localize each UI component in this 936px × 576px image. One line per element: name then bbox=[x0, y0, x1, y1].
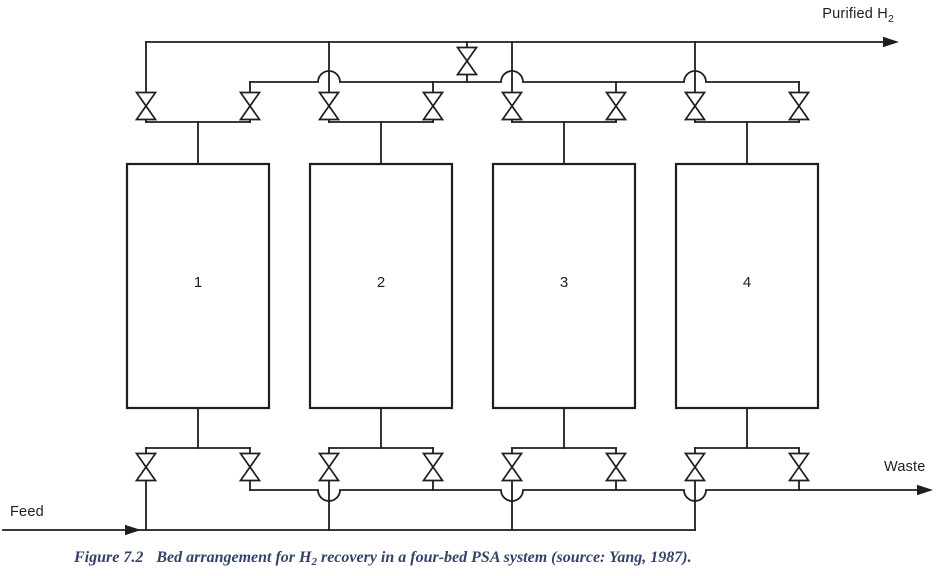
feed-arrowhead bbox=[125, 524, 141, 536]
figure-caption-subscript: 2 bbox=[311, 556, 317, 568]
figure-caption-text-post: recovery in a four-bed PSA system (sourc… bbox=[316, 549, 692, 566]
purified-h2-label-text: Purified H bbox=[822, 6, 888, 22]
valve-bed3-feed bbox=[501, 452, 523, 482]
figure-caption-text-pre: Bed arrangement for H bbox=[156, 549, 312, 566]
bed-3-vessel bbox=[491, 162, 637, 410]
bed-3-label: 3 bbox=[560, 274, 568, 291]
valve-bed4-purge bbox=[788, 91, 810, 121]
valve-bed2-feed bbox=[318, 452, 340, 482]
product-riser-pipes bbox=[145, 41, 696, 123]
bed-2-vessel bbox=[308, 162, 454, 410]
bed-bottom-stem-pipes bbox=[197, 407, 748, 449]
waste-arrowhead bbox=[917, 484, 933, 496]
purified-h2-label: Purified H2 bbox=[822, 6, 894, 25]
bed-top-stem-pipes bbox=[197, 121, 748, 165]
valve-bed2-product bbox=[318, 91, 340, 121]
valve-bed1-feed bbox=[135, 452, 157, 482]
bed-2-label: 2 bbox=[377, 274, 385, 291]
feed-riser-pipes bbox=[145, 447, 696, 531]
valve-bed2-waste bbox=[422, 452, 444, 482]
bed-1: 1 bbox=[125, 162, 271, 410]
valve-bed4-waste bbox=[788, 452, 810, 482]
bed-3: 3 bbox=[491, 162, 637, 410]
waste-label: Waste bbox=[884, 459, 926, 475]
valve-bed1-product bbox=[135, 91, 157, 121]
bed-2: 2 bbox=[308, 162, 454, 410]
valve-bed3-waste bbox=[605, 452, 627, 482]
feed-label: Feed bbox=[10, 504, 44, 520]
bed-1-label: 1 bbox=[194, 274, 202, 291]
product-manifold-pipe bbox=[249, 70, 800, 83]
arrowheads bbox=[125, 36, 933, 536]
valve-product-crossover bbox=[456, 46, 478, 76]
valve-bed3-product bbox=[501, 91, 523, 121]
figure-caption: Figure 7.2 Bed arrangement for H2 recover… bbox=[74, 549, 692, 568]
purified-arrowhead bbox=[883, 36, 899, 48]
figure-caption-number: Figure 7.2 bbox=[74, 549, 144, 566]
bed-4-vessel bbox=[674, 162, 820, 410]
bed-1-vessel bbox=[125, 162, 271, 410]
purified-h2-label-subscript: 2 bbox=[887, 13, 894, 25]
beds: 1 2 3 4 bbox=[125, 162, 820, 410]
valve-bed1-waste bbox=[239, 452, 261, 482]
waste-manifold-pipe bbox=[249, 489, 921, 502]
valve-bed1-purge bbox=[239, 91, 261, 121]
valve-bed4-feed bbox=[684, 452, 706, 482]
valve-bed3-purge bbox=[605, 91, 627, 121]
bed-4: 4 bbox=[674, 162, 820, 410]
valve-bed4-product bbox=[684, 91, 706, 121]
valve-bed2-purge bbox=[422, 91, 444, 121]
bed-4-label: 4 bbox=[743, 274, 751, 291]
